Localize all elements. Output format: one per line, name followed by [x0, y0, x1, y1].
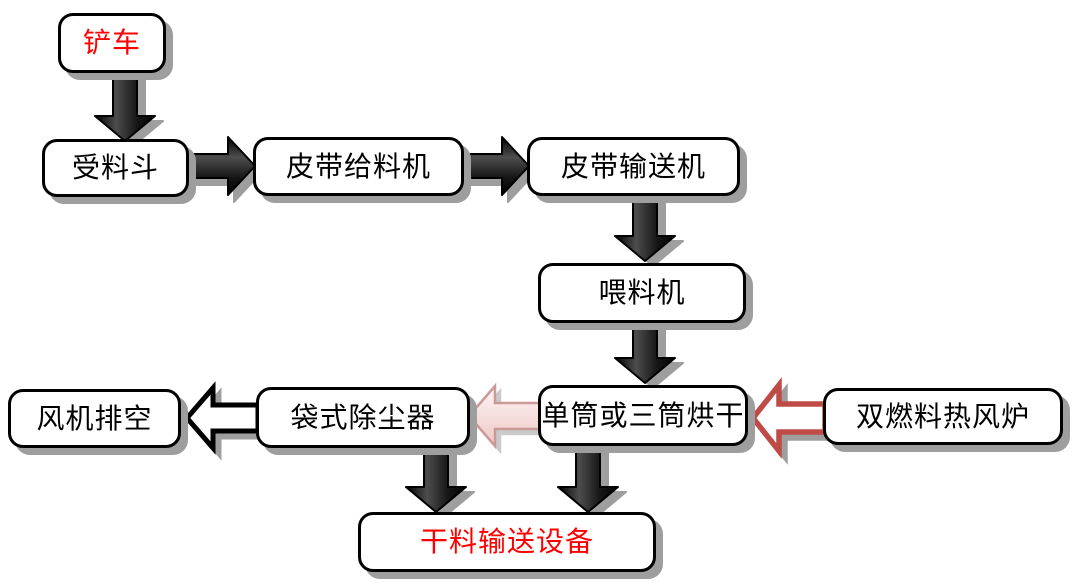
arrow-feeder-to-dryer — [614, 323, 676, 384]
arrow-dryer-to-bag-filter — [467, 382, 542, 450]
node-fan-exhaust-label: 风机排空 — [36, 402, 153, 434]
node-belt-feeder: 皮带给料机 — [253, 137, 464, 196]
node-dry-material-conveyor-label: 干料输送设备 — [419, 526, 594, 557]
arrow-bag-filter-to-fan-exhaust — [183, 381, 261, 455]
node-loader: 铲车 — [58, 13, 166, 73]
node-bag-filter: 袋式除尘器 — [256, 387, 470, 448]
node-bag-filter-label: 袋式除尘器 — [290, 401, 436, 433]
node-dry-material-conveyor: 干料输送设备 — [358, 512, 656, 572]
node-hot-air-furnace: 双燃料热风炉 — [823, 388, 1063, 445]
node-belt-conveyor: 皮带输送机 — [527, 137, 740, 196]
node-hot-air-furnace-label: 双燃料热风炉 — [855, 400, 1030, 432]
node-feeder-label: 喂料机 — [598, 277, 686, 308]
arrow-dryer-to-dry-conveyor — [557, 445, 619, 513]
arrow-bag-filter-to-dry-conveyor — [405, 447, 467, 513]
node-feeder: 喂料机 — [538, 263, 746, 323]
arrow-belt-conveyor-to-feeder — [614, 196, 676, 262]
node-loader-label: 铲车 — [82, 27, 141, 58]
node-fan-exhaust: 风机排空 — [8, 389, 181, 448]
node-dryer: 单筒或三筒烘干 — [538, 385, 748, 446]
arrow-loader-to-hopper — [94, 71, 156, 142]
node-dryer-label: 单筒或三筒烘干 — [541, 399, 745, 431]
node-hopper-label: 受料斗 — [71, 152, 159, 183]
node-belt-conveyor-label: 皮带输送机 — [560, 150, 706, 182]
node-belt-feeder-label: 皮带给料机 — [285, 150, 431, 182]
arrow-hopper-to-belt-feeder — [187, 136, 256, 196]
arrow-belt-feeder-to-belt-conveyor — [462, 136, 530, 196]
node-hopper: 受料斗 — [42, 139, 189, 197]
arrow-furnace-to-dryer — [749, 377, 828, 459]
